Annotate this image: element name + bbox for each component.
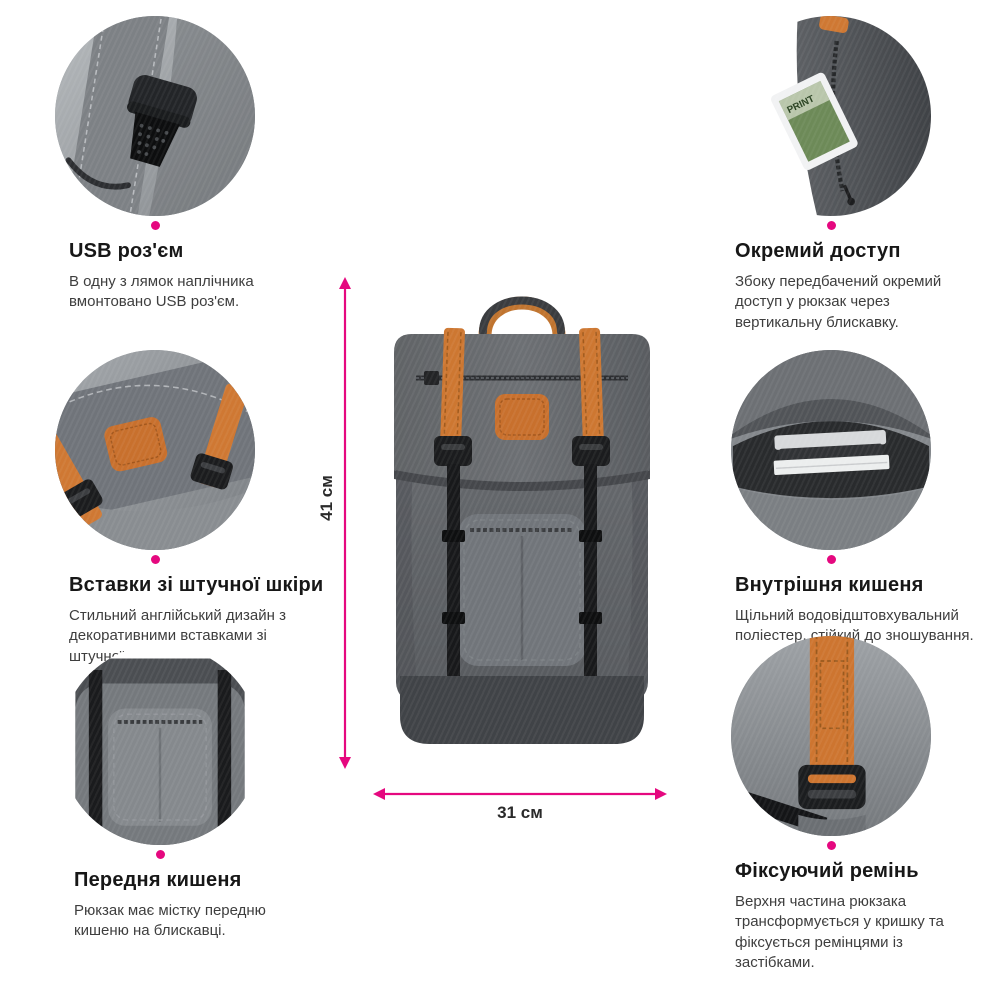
strap-buckle-right — [190, 383, 248, 490]
strap-right — [572, 327, 610, 676]
height-dimension-arrow — [339, 277, 351, 769]
buckle — [798, 764, 866, 810]
leather-patch — [104, 417, 168, 472]
magazine: PRINT — [771, 72, 858, 170]
black-strap-left — [88, 670, 103, 845]
callout-dot — [827, 555, 836, 564]
bag-contents — [773, 429, 890, 476]
side-access-illustration: PRINT — [731, 16, 931, 216]
feature-description: Щільний водовідштовхувальний поліестер, … — [735, 607, 974, 645]
feature-side-access: PRINT Окремий доступ Збоку передбачений … — [731, 16, 993, 333]
feature-title: Вставки зі штучної шкіри — [69, 574, 324, 596]
fixing-strap-illustration — [731, 636, 931, 836]
photo-front-pocket — [60, 645, 260, 845]
strap-left — [434, 327, 472, 676]
feature-title: Внутрішня кишеня — [735, 574, 924, 596]
photo-usb-port — [55, 16, 255, 216]
leather-inserts-illustration — [55, 350, 255, 550]
width-dimension-arrow — [373, 788, 667, 800]
brand-tag — [424, 371, 439, 385]
logo-patch — [495, 394, 549, 440]
feature-title: Фіксуючий ремінь — [735, 860, 919, 882]
top-handle — [478, 296, 566, 343]
photo-inner-pocket — [731, 350, 931, 550]
feature-title: Передня кишеня — [74, 869, 242, 891]
feature-title: USB роз'єм — [69, 240, 184, 262]
feature-title: Окремий доступ — [735, 240, 901, 262]
open-flap — [731, 350, 931, 436]
callout-dot — [827, 221, 836, 230]
feature-front-pocket: Передня кишеня Рюкзак має містку передню… — [60, 645, 322, 942]
feature-inner-pocket: Внутрішня кишеня Щільний водовідштовхува… — [731, 350, 993, 647]
photo-leather-inserts — [55, 350, 255, 550]
callout-dot — [151, 221, 160, 230]
callout-dot — [827, 841, 836, 850]
front-pocket-detail — [108, 708, 212, 826]
black-strap-right — [217, 670, 232, 845]
product-photo-main — [372, 278, 672, 768]
width-dimension-label: 31 см — [497, 803, 543, 822]
feature-description: В одну з лямок наплічника вмонтовано USB… — [69, 273, 254, 311]
feature-description: Верхня частина рюкзака трансформується у… — [735, 893, 944, 972]
feature-fixing-strap: Фіксуючий ремінь Верхня частина рюкзака … — [731, 636, 993, 974]
callout-dot — [156, 850, 165, 859]
photo-fixing-strap — [731, 636, 931, 836]
feature-description: Рюкзак має містку передню кишеню на блис… — [74, 902, 266, 940]
backpack-illustration — [394, 296, 650, 744]
inner-pocket-illustration — [731, 350, 931, 550]
usb-port-illustration — [55, 16, 255, 216]
backpack-base — [400, 676, 644, 744]
feature-description: Збоку передбачений окремий доступ у рюкз… — [735, 273, 942, 331]
callout-dot — [151, 555, 160, 564]
feature-usb-port: USB роз'єм В одну з лямок наплічника вмо… — [55, 16, 317, 313]
front-pocket-illustration — [60, 645, 260, 845]
photo-side-access: PRINT — [731, 16, 931, 216]
orange-strap — [809, 636, 855, 773]
zipper-pull — [842, 184, 852, 200]
front-pocket — [458, 514, 586, 666]
usb-plug-icon — [127, 75, 197, 167]
height-dimension-label: 41 см — [317, 475, 336, 521]
orange-tab — [819, 16, 849, 34]
feature-leather-inserts: Вставки зі штучної шкіри Стильний англій… — [55, 350, 324, 667]
usb-cable — [65, 157, 131, 190]
